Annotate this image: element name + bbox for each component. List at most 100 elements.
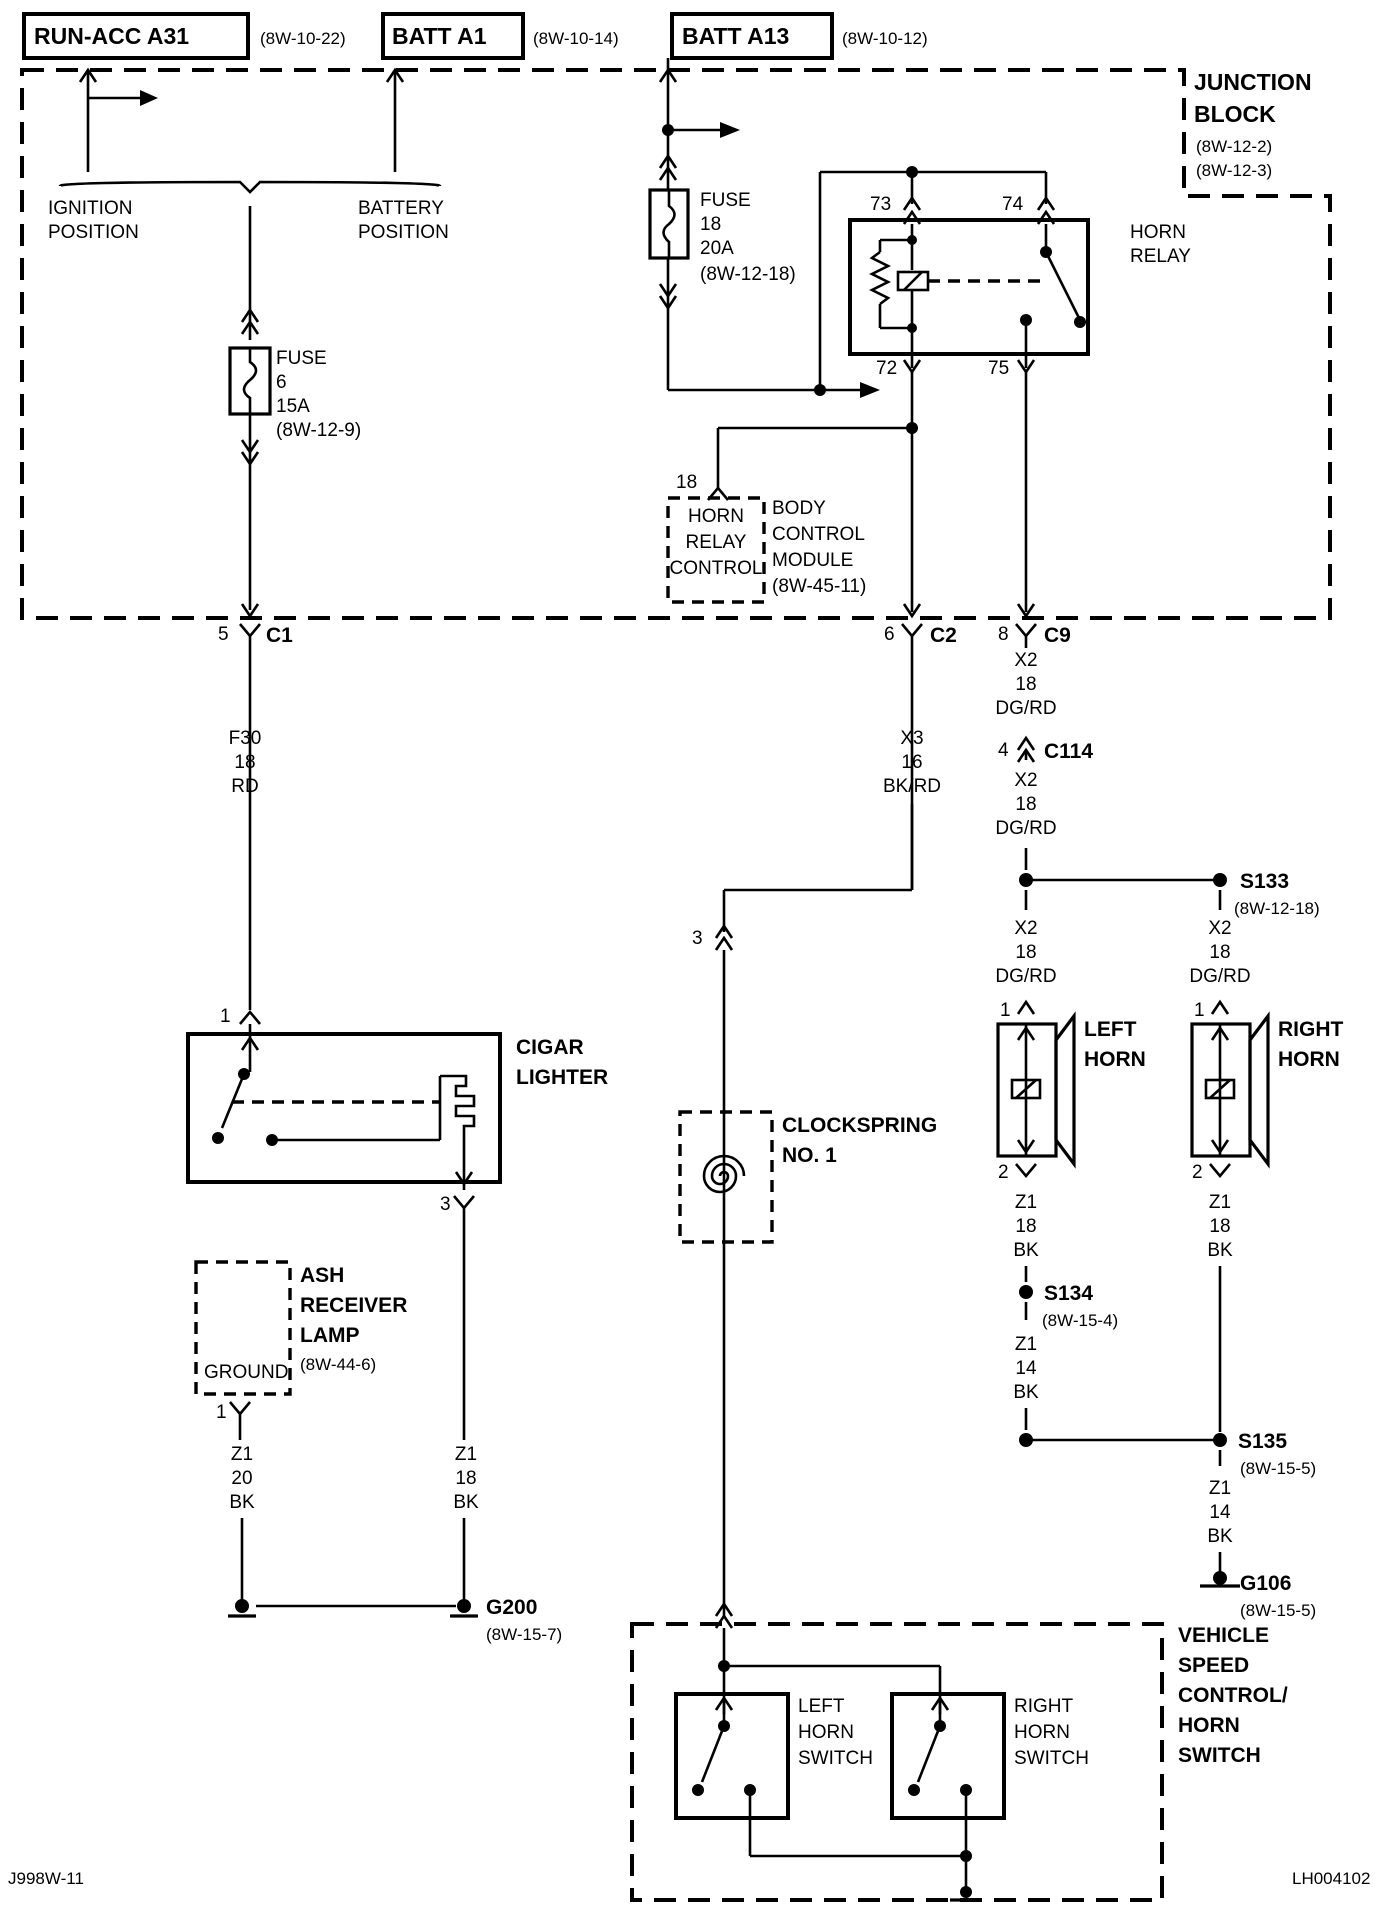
svg-text:HORN: HORN	[1278, 1048, 1340, 1071]
wire-x2-left: X2 18 DG/RD	[995, 918, 1056, 987]
source-ref: (8W-10-22)	[260, 29, 346, 48]
left-horn: 1 LEFT HORN 2	[996, 999, 1146, 1183]
svg-text:DG/RD: DG/RD	[1189, 966, 1250, 987]
source-name: RUN-ACC A31	[34, 23, 189, 49]
svg-text:(8W-15-7): (8W-15-7)	[486, 1625, 562, 1644]
wire-x3: X3 16 BK/RD	[722, 728, 941, 932]
junction-block-outline	[20, 68, 1332, 620]
svg-text:X2: X2	[1014, 918, 1037, 939]
splice-s134: S134	[1044, 1282, 1093, 1305]
svg-text:SWITCH: SWITCH	[798, 1748, 873, 1769]
svg-text:BK: BK	[229, 1492, 255, 1513]
svg-text:1: 1	[220, 1006, 231, 1027]
wire-x2-right: X2 18 DG/RD	[1189, 918, 1250, 987]
svg-text:(8W-12-2): (8W-12-2)	[1196, 137, 1272, 156]
svg-text:Z1: Z1	[1209, 1192, 1231, 1213]
svg-text:DG/RD: DG/RD	[995, 698, 1056, 719]
svg-text:C9: C9	[1044, 624, 1071, 647]
svg-text:BODY: BODY	[772, 498, 826, 519]
svg-text:18: 18	[234, 752, 255, 773]
svg-text:X2: X2	[1014, 650, 1037, 671]
svg-text:18: 18	[1015, 942, 1036, 963]
svg-text:LEFT: LEFT	[798, 1696, 845, 1717]
svg-text:LIGHTER: LIGHTER	[516, 1066, 608, 1089]
wire-left-ground: Z1 18 BK S134 (8W-15-4) Z1 14 BK	[1013, 1192, 1220, 1447]
source-name: BATT A13	[682, 23, 789, 49]
footer-right-code: LH004102	[1292, 1869, 1370, 1888]
source-ref: (8W-10-14)	[533, 29, 619, 48]
wire-cigar-ground: Z1 18 BK	[453, 1444, 479, 1604]
svg-text:14: 14	[1209, 1502, 1231, 1523]
svg-text:14: 14	[1015, 1358, 1037, 1379]
svg-text:16: 16	[901, 752, 922, 773]
svg-text:SPEED: SPEED	[1178, 1654, 1249, 1677]
right-horn-switch: RIGHT HORN SWITCH	[890, 1692, 1089, 1856]
svg-text:BLOCK: BLOCK	[1194, 101, 1276, 127]
svg-text:73: 73	[870, 194, 891, 215]
svg-text:15A: 15A	[276, 396, 310, 417]
svg-text:CONTROL: CONTROL	[670, 558, 763, 579]
ground-g200: G200 (8W-15-7)	[228, 1596, 562, 1644]
connector-c1: 5 C1	[218, 623, 293, 1010]
connector-c9: 8 C9	[998, 623, 1071, 648]
svg-text:74: 74	[1002, 194, 1024, 215]
svg-text:18: 18	[1015, 1216, 1036, 1237]
svg-text:(8W-12-3): (8W-12-3)	[1196, 161, 1272, 180]
svg-text:C1: C1	[266, 624, 293, 647]
svg-text:3: 3	[692, 928, 703, 949]
left-horn-switch: LEFT HORN SWITCH	[674, 1692, 873, 1856]
svg-text:1: 1	[1000, 1000, 1011, 1021]
svg-text:75: 75	[988, 358, 1009, 379]
svg-text:Z1: Z1	[231, 1444, 253, 1465]
relay-output-wire	[707, 372, 1036, 619]
svg-text:2: 2	[998, 1162, 1009, 1183]
battery-label: BATTERY	[358, 198, 444, 219]
ignition-switch: IGNITION POSITION BATTERY POSITION	[48, 67, 449, 243]
source-name: BATT A1	[392, 23, 487, 49]
ground-g106: G106	[1240, 1572, 1291, 1595]
svg-text:DG/RD: DG/RD	[995, 818, 1056, 839]
svg-text:RELAY: RELAY	[1130, 246, 1191, 267]
svg-text:LAMP: LAMP	[300, 1324, 360, 1347]
cigar-lighter-label: CIGAR	[516, 1036, 584, 1059]
horn-relay-label: HORN	[1130, 222, 1186, 243]
svg-text:20A: 20A	[700, 238, 734, 259]
svg-text:72: 72	[876, 358, 897, 379]
svg-text:JUNCTION: JUNCTION	[1194, 69, 1312, 95]
svg-text:CONTROL: CONTROL	[772, 524, 865, 545]
svg-text:18: 18	[700, 214, 721, 235]
footer-left-code: J998W-11	[8, 1869, 84, 1888]
splice-s133: S133	[1240, 870, 1289, 893]
svg-text:SWITCH: SWITCH	[1178, 1744, 1261, 1767]
svg-text:HORN: HORN	[688, 506, 744, 527]
source-run-acc-a31: RUN-ACC A31 (8W-10-22)	[22, 12, 346, 60]
ignition-label: IGNITION	[48, 198, 132, 219]
svg-text:20: 20	[231, 1468, 252, 1489]
switch-label: VEHICLE	[1178, 1624, 1269, 1647]
svg-text:1: 1	[216, 1402, 227, 1423]
fuse-18: FUSE 18 20A (8W-12-18)	[648, 58, 1048, 398]
svg-text:(8W-15-5): (8W-15-5)	[1240, 1459, 1316, 1478]
svg-text:RD: RD	[231, 776, 258, 797]
ash-label: ASH	[300, 1264, 344, 1287]
svg-text:18: 18	[1015, 674, 1036, 695]
svg-text:HORN: HORN	[1084, 1048, 1146, 1071]
svg-text:1: 1	[1194, 1000, 1205, 1021]
connector-c2: 6 C2	[884, 623, 957, 890]
svg-text:C2: C2	[930, 624, 957, 647]
svg-text:BK: BK	[453, 1492, 479, 1513]
svg-text:RIGHT: RIGHT	[1014, 1696, 1074, 1717]
svg-text:POSITION: POSITION	[358, 222, 449, 243]
horn-switch-assembly: VEHICLE SPEED CONTROL/ HORN SWITCH	[630, 1601, 1288, 1902]
svg-text:2: 2	[1192, 1162, 1203, 1183]
svg-text:FUSE: FUSE	[276, 348, 327, 369]
right-horn-label: RIGHT	[1278, 1018, 1344, 1041]
svg-text:NO. 1: NO. 1	[782, 1144, 837, 1167]
clockspring: 3 CLOCKSPRING NO. 1	[678, 923, 937, 1618]
svg-text:X2: X2	[1014, 770, 1037, 791]
svg-text:(8W-12-18): (8W-12-18)	[700, 264, 796, 285]
wire-f30: F30 18 RD	[229, 728, 262, 797]
svg-text:SWITCH: SWITCH	[1014, 1748, 1089, 1769]
svg-text:18: 18	[455, 1468, 476, 1489]
